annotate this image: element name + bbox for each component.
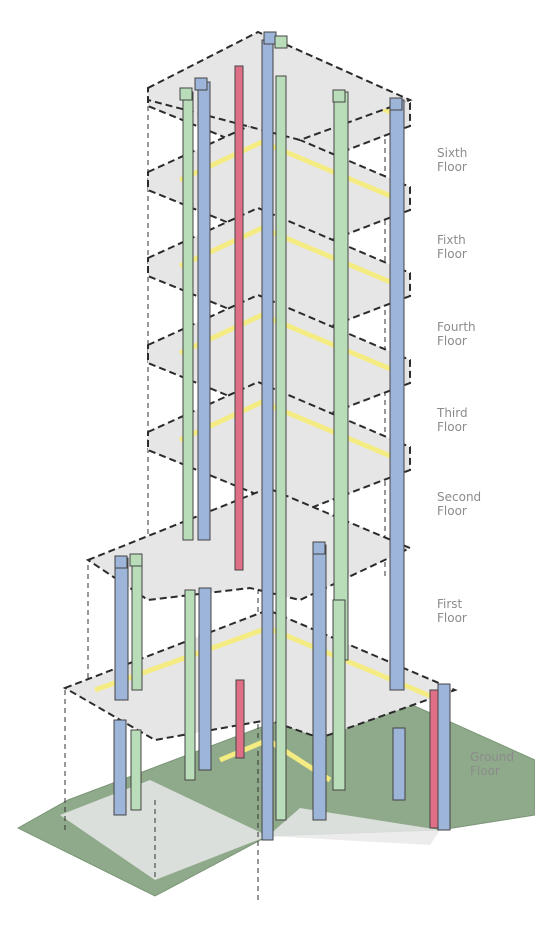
floor-label-fourth: Fourth Floor	[437, 320, 476, 348]
riser-green	[130, 729, 142, 811]
riser-blue	[437, 683, 451, 831]
equipment-box	[179, 87, 193, 101]
equipment-box	[263, 31, 277, 45]
ground-footprint-left	[60, 780, 268, 880]
floor-label-sixth: Sixth Floor	[437, 146, 468, 174]
riser-blue	[198, 587, 212, 771]
riser-blue	[114, 557, 129, 701]
riser-green	[275, 75, 287, 821]
riser-blue	[261, 39, 274, 841]
riser-green	[184, 589, 196, 781]
riser-blue	[312, 544, 327, 821]
riser-red	[235, 679, 245, 759]
equipment-box	[129, 553, 143, 567]
riser-green	[333, 91, 349, 661]
floor-label-fixth: Fixth Floor	[437, 233, 467, 261]
equipment-box	[194, 77, 208, 91]
equipment-box	[312, 541, 326, 555]
floor-label-first: First Floor	[437, 597, 467, 625]
floor-label-second: Second Floor	[437, 490, 482, 518]
riser-green	[131, 559, 143, 691]
floor-label-ground: Ground Floor	[470, 750, 515, 778]
equipment-box	[389, 97, 403, 111]
riser-blue	[392, 727, 406, 801]
equipment-box	[114, 555, 128, 569]
floor-label-third: Third Floor	[437, 406, 468, 434]
equipment-box	[332, 89, 346, 103]
riser-blue	[113, 719, 127, 816]
riser-red	[429, 689, 439, 829]
riser-green	[182, 91, 194, 541]
riser-red	[234, 65, 244, 571]
riser-green	[332, 599, 346, 791]
ground-footprint-right	[268, 808, 440, 845]
riser-blue	[389, 99, 405, 691]
riser-blue	[197, 81, 211, 541]
equipment-box	[274, 35, 288, 49]
